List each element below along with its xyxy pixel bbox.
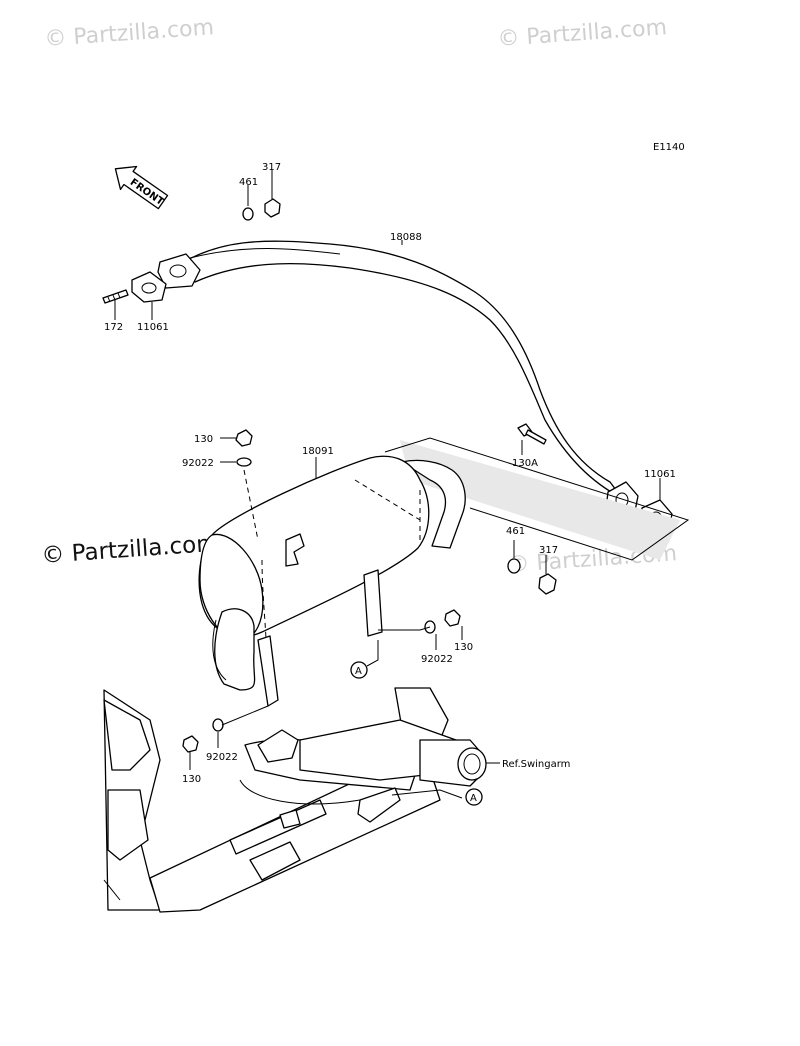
callout-18091[interactable]: 18091 — [302, 446, 334, 457]
front-arrow-icon: FRONT — [114, 165, 169, 210]
svg-text:A: A — [470, 793, 477, 804]
bolt-130A — [517, 423, 547, 445]
gasket-11061-left — [131, 271, 167, 303]
washer-461-top — [242, 207, 254, 221]
nut-317-top — [264, 198, 281, 218]
stud-172 — [102, 289, 129, 304]
muffler-18091 — [198, 455, 466, 707]
washer-461-right — [507, 558, 521, 574]
callout-130A[interactable]: 130A — [512, 458, 538, 469]
svg-text:A: A — [355, 666, 362, 677]
bolt-130-right — [444, 609, 461, 627]
callout-92022-top[interactable]: 92022 — [182, 458, 214, 469]
pipe-flange-left — [157, 253, 201, 289]
bolt-130-top — [235, 429, 253, 447]
callout-172[interactable]: 172 — [104, 322, 123, 333]
leader-lines — [114, 170, 661, 770]
callout-92022-right[interactable]: 92022 — [421, 654, 453, 665]
callout-317-right[interactable]: 317 — [539, 545, 558, 556]
ref-swingarm-label: Ref.Swingarm — [502, 759, 570, 770]
callout-130-top[interactable]: 130 — [194, 434, 213, 445]
callout-130-right[interactable]: 130 — [454, 642, 473, 653]
diagram-code: E1140 — [653, 142, 685, 153]
callout-92022-bottom[interactable]: 92022 — [206, 752, 238, 763]
callout-130-bottom[interactable]: 130 — [182, 774, 201, 785]
frame-assembly — [103, 687, 487, 913]
callout-461-top[interactable]: 461 — [239, 177, 258, 188]
nut-317-right — [538, 573, 557, 595]
washer-92022-bottom — [212, 718, 224, 732]
callout-11061-left[interactable]: 11061 — [137, 322, 169, 333]
marker-a-upper: A — [350, 640, 379, 679]
callout-18088[interactable]: 18088 — [390, 232, 422, 243]
marker-a-lower: A — [465, 788, 483, 806]
watermark-top-right: © Partzilla.com — [497, 15, 668, 52]
watermark-main: © Partzilla.com — [41, 531, 220, 569]
callout-11061-right[interactable]: 11061 — [644, 469, 676, 480]
muffler-mount-shading — [400, 440, 680, 560]
washer-92022-top — [236, 457, 252, 467]
callout-461-right[interactable]: 461 — [506, 526, 525, 537]
callout-317-top[interactable]: 317 — [262, 162, 281, 173]
bolt-130-bottom — [182, 735, 199, 753]
watermark-top-left: © Partzilla.com — [44, 15, 215, 52]
